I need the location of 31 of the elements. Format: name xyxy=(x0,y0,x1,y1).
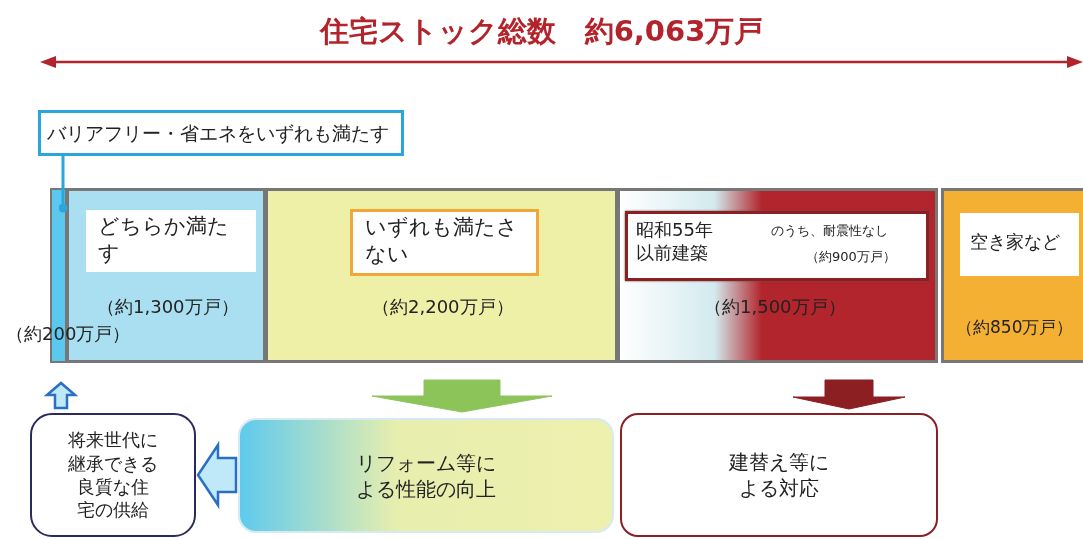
box-text: 昭和55年以前建築 xyxy=(636,218,714,265)
count-label: （約850万戸） xyxy=(956,316,1074,339)
box-text: いずれも満たさない xyxy=(365,214,519,269)
measure-box xyxy=(238,418,614,533)
note-text: のうち、耐震性なし xyxy=(771,223,888,240)
block-arrow xyxy=(196,440,238,510)
count-label: （約2,200万戸） xyxy=(372,295,514,319)
label-box xyxy=(350,209,539,276)
note-text: （約900万戸） xyxy=(806,249,896,266)
measure-box xyxy=(620,413,938,537)
stock-bar-segment xyxy=(265,188,618,363)
box-text: どちらか満たす xyxy=(98,213,230,268)
box-text: リフォーム等による性能の向上 xyxy=(355,449,497,502)
block-arrow xyxy=(371,379,553,413)
block-arrow xyxy=(43,381,79,410)
goal-box xyxy=(30,413,196,537)
block-arrow xyxy=(792,379,906,410)
stock-bar-segment xyxy=(941,188,1083,363)
stock-bar-segment xyxy=(617,188,938,363)
box-text: 将来世代に継承できる良質な住宅の供給 xyxy=(67,428,159,522)
count-label: （約1,300万戸） xyxy=(97,295,239,319)
label-box xyxy=(625,211,929,281)
callout-text: バリアフリー・省エネをいずれも満たす xyxy=(47,120,389,146)
diagram-title: 住宅ストック総数 約6,063万戸 xyxy=(318,13,765,50)
callout-box xyxy=(38,110,404,156)
leader-line xyxy=(58,156,68,213)
label-box xyxy=(960,213,1079,276)
box-text: 建替え等による対応 xyxy=(728,449,830,501)
count-label: （約1,500万戸） xyxy=(704,295,846,319)
box-text: 空き家など xyxy=(970,230,1060,254)
label-box xyxy=(86,210,256,272)
